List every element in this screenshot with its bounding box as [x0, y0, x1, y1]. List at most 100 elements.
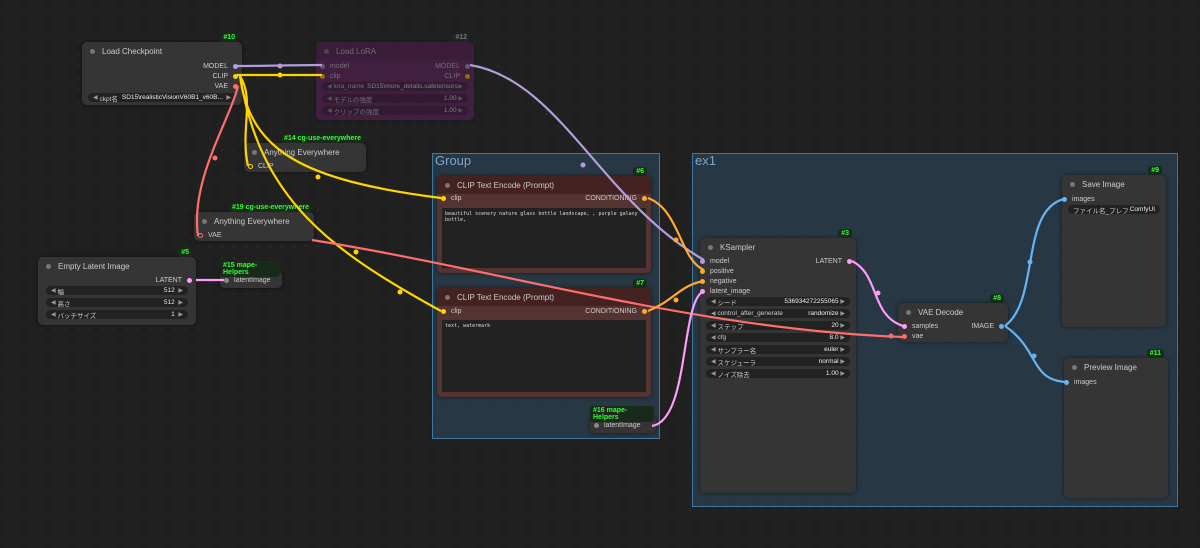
arrow-right-icon[interactable]: ▶: [458, 84, 463, 90]
input-images[interactable]: images: [1064, 377, 1097, 387]
input-dot-icon[interactable]: [248, 163, 253, 169]
arrow-right-icon[interactable]: ▶: [178, 288, 183, 294]
input-dot-icon[interactable]: [320, 63, 325, 69]
input-dot-icon[interactable]: [198, 232, 203, 238]
output-dot-icon[interactable]: [465, 73, 470, 79]
arrow-left-icon[interactable]: ◀: [711, 311, 716, 317]
collapse-dot-icon[interactable]: [445, 182, 450, 188]
arrow-left-icon[interactable]: ◀: [711, 335, 716, 341]
input-model[interactable]: model: [320, 61, 349, 71]
arrow-right-icon[interactable]: ▶: [840, 323, 845, 329]
arrow-left-icon[interactable]: ◀: [711, 347, 716, 353]
arrow-left-icon[interactable]: ◀: [711, 299, 716, 305]
input-clip[interactable]: clip: [320, 71, 341, 81]
input-negative[interactable]: negative: [700, 276, 736, 286]
input-images[interactable]: images: [1062, 194, 1095, 204]
output-model[interactable]: MODEL: [203, 61, 238, 71]
node-load-lora[interactable]: #12 Load LoRA model clip MODEL CLIP ◀ lo…: [316, 33, 474, 120]
input-dot-icon[interactable]: [320, 73, 325, 79]
arrow-left-icon[interactable]: ◀: [327, 84, 332, 90]
input-dot-icon[interactable]: [902, 333, 907, 339]
node-header[interactable]: Anything Everywhere: [194, 212, 314, 230]
collapse-dot-icon[interactable]: [445, 294, 450, 300]
node-anything-everywhere-clip[interactable]: #14 cg-use-everywhere Anything Everywher…: [244, 134, 366, 172]
output-conditioning[interactable]: CONDITIONING: [585, 193, 647, 203]
input-dot-icon[interactable]: [1064, 379, 1069, 385]
output-clip[interactable]: CLIP: [444, 71, 470, 81]
arrow-left-icon[interactable]: ◀: [327, 108, 332, 114]
input-dot-icon[interactable]: [441, 308, 446, 314]
collapse-dot-icon[interactable]: [252, 149, 257, 155]
arrow-right-icon[interactable]: ▶: [178, 312, 183, 318]
output-dot-icon[interactable]: [642, 195, 647, 201]
node-header[interactable]: CLIP Text Encode (Prompt): [437, 288, 651, 306]
input-clip[interactable]: clip: [441, 193, 462, 203]
node-clip-text-encode-positive[interactable]: #6 CLIP Text Encode (Prompt) clip CONDIT…: [437, 167, 651, 273]
collapse-dot-icon[interactable]: [324, 48, 329, 54]
arrow-right-icon[interactable]: ▶: [840, 371, 845, 377]
arrow-left-icon[interactable]: ◀: [327, 96, 332, 102]
output-conditioning[interactable]: CONDITIONING: [585, 306, 647, 316]
node-header[interactable]: Load Checkpoint: [82, 42, 242, 60]
input-samples[interactable]: samples: [902, 321, 938, 331]
arrow-left-icon[interactable]: ◀: [51, 300, 56, 306]
input-dot-icon[interactable]: [700, 288, 705, 294]
input-dot-icon[interactable]: [441, 195, 446, 201]
node-header[interactable]: Preview Image: [1064, 358, 1168, 376]
node-header[interactable]: CLIP Text Encode (Prompt): [437, 176, 651, 194]
input-positive[interactable]: positive: [700, 266, 734, 276]
input-dot-icon[interactable]: [594, 422, 599, 428]
node-anything-everywhere-vae[interactable]: #19 cg-use-everywhere Anything Everywher…: [194, 203, 314, 241]
input-dot-icon[interactable]: [224, 277, 229, 283]
input-dot-icon[interactable]: [700, 258, 705, 264]
collapse-dot-icon[interactable]: [46, 263, 51, 269]
input-clip[interactable]: CLIP: [248, 161, 274, 171]
output-latent[interactable]: LATENT: [816, 256, 852, 266]
node-vae-decode[interactable]: #8 VAE Decode samples vae IMAGE: [898, 294, 1008, 342]
input-vae[interactable]: VAE: [198, 230, 222, 240]
node-header[interactable]: Anything Everywhere: [244, 143, 366, 161]
input-dot-icon[interactable]: [700, 278, 705, 284]
output-dot-icon[interactable]: [999, 323, 1004, 329]
output-vae[interactable]: VAE: [215, 81, 238, 91]
output-dot-icon[interactable]: [233, 73, 238, 79]
node-preview-image[interactable]: #11 Preview Image images: [1064, 349, 1168, 498]
prompt-textarea[interactable]: beautiful scenery nature glass bottle la…: [442, 208, 646, 268]
arrow-right-icon[interactable]: ▶: [840, 311, 845, 317]
arrow-right-icon[interactable]: ▶: [840, 299, 845, 305]
collapse-dot-icon[interactable]: [708, 244, 713, 250]
node-load-checkpoint[interactable]: #10 Load Checkpoint MODEL CLIP VAE ◀ ckp…: [82, 33, 242, 105]
filename-prefix-widget[interactable]: ファイル名_プレフィックスComfyUI: [1068, 205, 1160, 215]
arrow-left-icon[interactable]: ◀: [711, 371, 716, 377]
node-header[interactable]: Save Image: [1062, 175, 1166, 193]
arrow-right-icon[interactable]: ▶: [840, 335, 845, 341]
collapse-dot-icon[interactable]: [1070, 181, 1075, 187]
prompt-textarea[interactable]: text, watermark: [442, 320, 646, 392]
arrow-right-icon[interactable]: ▶: [178, 300, 183, 306]
input-dot-icon[interactable]: [902, 323, 907, 329]
arrow-left-icon[interactable]: ◀: [93, 95, 98, 101]
input-clip[interactable]: clip: [441, 306, 462, 316]
arrow-left-icon[interactable]: ◀: [711, 359, 716, 365]
collapse-dot-icon[interactable]: [906, 309, 911, 315]
output-dot-icon[interactable]: [233, 63, 238, 69]
input-vae[interactable]: vae: [902, 331, 923, 341]
arrow-left-icon[interactable]: ◀: [711, 323, 716, 329]
node-mape-helpers-15[interactable]: #15 mape-Helpers latentImage: [220, 261, 282, 288]
output-image[interactable]: IMAGE: [971, 321, 1004, 331]
node-clip-text-encode-negative[interactable]: #7 CLIP Text Encode (Prompt) clip CONDIT…: [437, 279, 651, 397]
arrow-left-icon[interactable]: ◀: [51, 312, 56, 318]
node-ksampler[interactable]: #3 KSampler model positive negative late…: [700, 229, 856, 493]
node-header[interactable]: VAE Decode: [898, 303, 1008, 321]
